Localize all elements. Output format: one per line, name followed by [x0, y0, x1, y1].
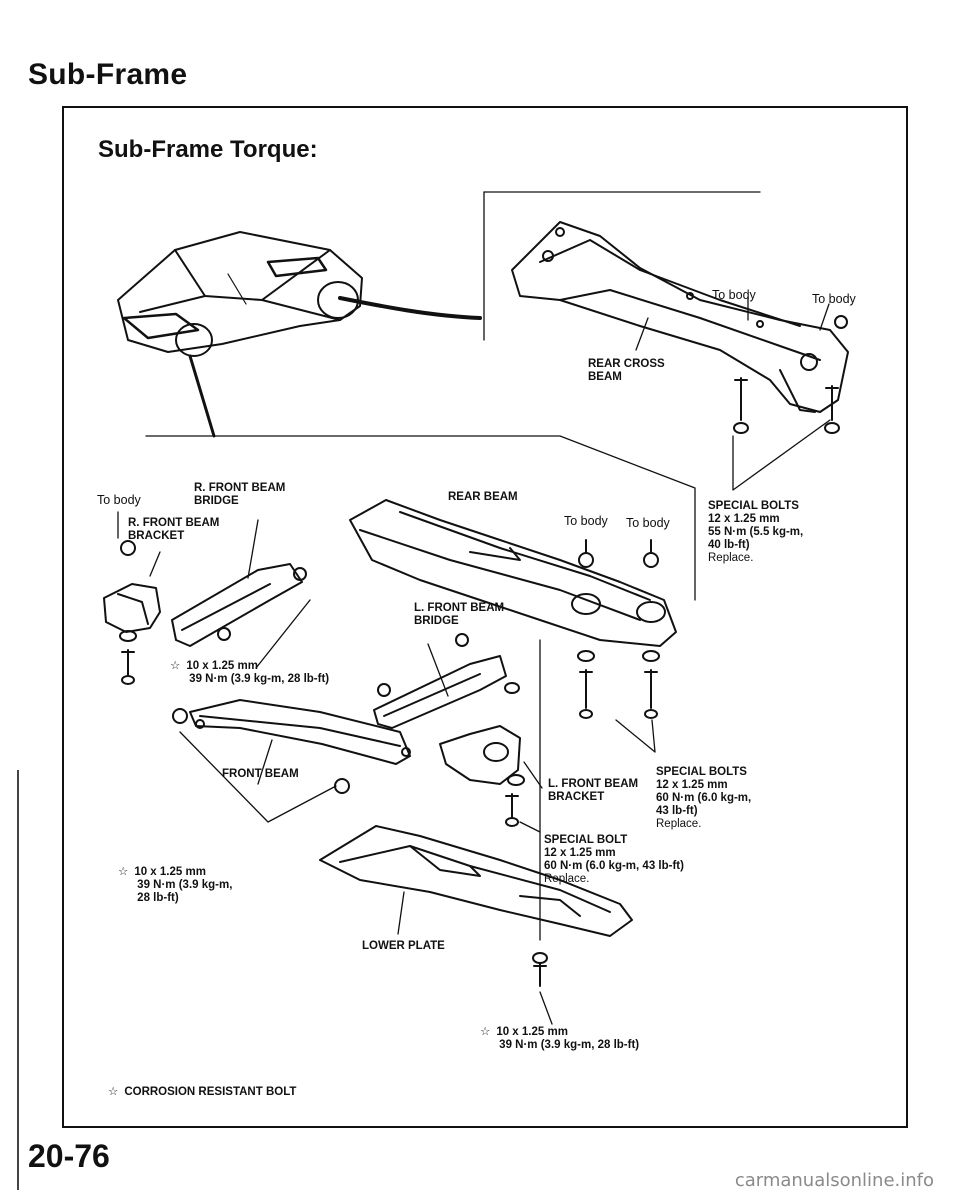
front-beam-label: FRONT BEAM	[222, 768, 299, 780]
r-front-beam-bracket-illustration	[103, 540, 161, 685]
rear-beam-bolts	[577, 539, 660, 719]
rear-beam-illustration	[349, 499, 677, 647]
special-bolts-mid-label: SPECIAL BOLTS 12 x 1.25 mm 60 N·m (6.0 k…	[656, 766, 752, 830]
l-front-beam-bracket-illustration	[439, 725, 525, 827]
l-front-beam-bridge-label: L. FRONT BEAM BRIDGE	[414, 602, 505, 627]
car-body-illustration	[117, 231, 363, 357]
page-title: Sub-Frame	[28, 58, 188, 91]
legend-corrosion-resistant-bolt: ☆CORROSION RESISTANT BOLT	[108, 1086, 297, 1098]
rear-cross-beam-illustration	[511, 221, 849, 413]
star-icon: ☆	[108, 1086, 119, 1098]
torque-spec-10mm-b: ☆10 x 1.25 mm 39 N·m (3.9 kg-m, 28 lb-ft…	[118, 866, 233, 904]
l-front-beam-bridge-illustration	[373, 633, 520, 729]
special-bolt-single-label: SPECIAL BOLT 12 x 1.25 mm 60 N·m (6.0 kg…	[544, 834, 684, 885]
torque-spec-10mm-c: ☆10 x 1.25 mm 39 N·m (3.9 kg-m, 28 lb-ft…	[480, 1026, 640, 1051]
figure-frame	[62, 106, 908, 1128]
lower-plate-bolt	[532, 952, 548, 987]
front-beam-illustration	[172, 699, 411, 794]
to-body-label: To body	[564, 514, 608, 528]
section-title: Sub-Frame Torque:	[98, 136, 318, 163]
to-body-label: To body	[626, 516, 670, 530]
watermark-url: carmanualsonline.info	[734, 1170, 934, 1191]
page-number: 20-76	[28, 1138, 110, 1174]
to-body-label: To body	[97, 493, 141, 507]
r-front-beam-bracket-label: R. FRONT BEAM BRACKET	[128, 517, 220, 542]
to-body-label: To body	[812, 292, 856, 306]
rear-cross-beam-bolts	[733, 377, 840, 434]
r-front-beam-bridge-illustration	[171, 563, 307, 647]
l-front-beam-bracket-label: L. FRONT BEAM BRACKET	[548, 778, 639, 803]
rear-beam-label: REAR BEAM	[448, 491, 518, 503]
rear-cross-beam-label: REAR CROSS BEAM	[588, 358, 665, 383]
lower-plate-label: LOWER PLATE	[362, 940, 445, 952]
lower-plate-illustration	[319, 825, 633, 937]
special-bolts-top-label: SPECIAL BOLTS 12 x 1.25 mm 55 N·m (5.5 k…	[708, 500, 804, 564]
r-front-beam-bridge-label: R. FRONT BEAM BRIDGE	[194, 482, 286, 507]
margin-rule	[17, 770, 19, 1190]
to-body-label: To body	[712, 288, 756, 302]
torque-spec-10mm-a: ☆10 x 1.25 mm 39 N·m (3.9 kg-m, 28 lb-ft…	[170, 660, 330, 685]
